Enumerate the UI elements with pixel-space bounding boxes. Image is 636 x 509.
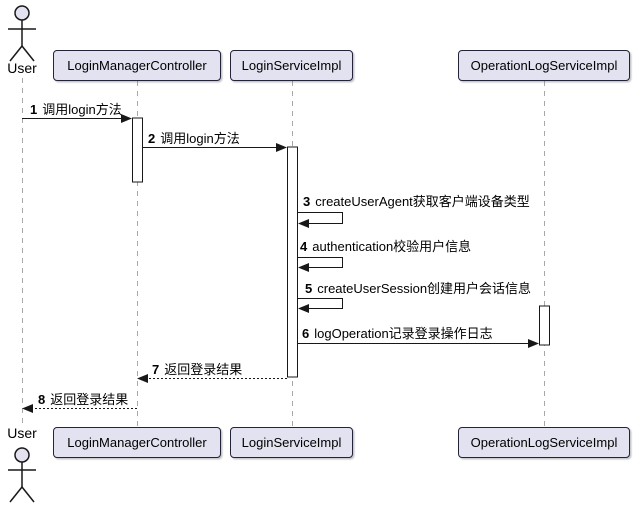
actor-leg-left-top	[9, 45, 23, 62]
message-4-arrowhead	[298, 263, 309, 272]
message-text: 调用login方法	[160, 131, 240, 146]
actor-leg-left-bottom	[9, 486, 23, 503]
message-3-self-line	[298, 212, 343, 224]
actor-leg-right-bottom	[21, 486, 35, 503]
message-2-arrowhead	[276, 143, 287, 152]
participant-name: OperationLogServiceImpl	[470, 435, 618, 450]
message-number: 2	[148, 131, 156, 146]
participant-name: LoginManagerController	[67, 435, 207, 450]
actor-figure-top	[8, 5, 36, 62]
message-5-self-line	[298, 298, 343, 309]
participant-name: OperationLogServiceImpl	[470, 58, 618, 73]
message-5-label: 5 createUserSession创建用户会话信息	[305, 282, 531, 296]
message-5-arrowhead	[298, 304, 309, 313]
participant-box-loginmanagercontroller-bottom: LoginManagerController	[53, 427, 221, 458]
participant-name: LoginServiceImpl	[241, 58, 342, 73]
participant-name: LoginServiceImpl	[241, 435, 342, 450]
actor-leg-right-top	[21, 45, 35, 62]
message-1-arrowhead	[121, 114, 132, 123]
participant-box-loginmanagercontroller-top: LoginManagerController	[53, 50, 221, 81]
activation-bar-loginserviceimpl	[287, 146, 298, 378]
message-number: 1	[30, 102, 38, 117]
message-text: createUserAgent获取客户端设备类型	[315, 194, 530, 209]
actor-head-bottom	[14, 447, 30, 463]
message-number: 7	[152, 362, 160, 377]
message-7-arrowhead	[137, 374, 148, 383]
message-3-label: 3 createUserAgent获取客户端设备类型	[303, 195, 530, 209]
message-text: authentication校验用户信息	[312, 239, 472, 254]
participant-box-operationlogserviceimpl-bottom: OperationLogServiceImpl	[458, 427, 630, 458]
message-text: logOperation记录登录操作日志	[314, 326, 493, 341]
actor-label-user-bottom: User	[7, 425, 37, 441]
message-number: 5	[305, 281, 313, 296]
message-text: createUserSession创建用户会话信息	[317, 281, 532, 296]
message-1-label: 1 调用login方法	[30, 103, 122, 117]
message-4-label: 4 authentication校验用户信息	[300, 240, 471, 254]
message-4-self-line	[298, 257, 343, 268]
message-6-label: 6 logOperation记录登录操作日志	[302, 327, 493, 341]
message-text: 返回登录结果	[50, 392, 129, 407]
message-number: 4	[300, 239, 308, 254]
message-2-label: 2 调用login方法	[148, 132, 240, 146]
participant-box-loginserviceimpl-top: LoginServiceImpl	[230, 50, 353, 81]
message-arrows	[22, 114, 539, 413]
participant-name: LoginManagerController	[67, 58, 207, 73]
message-text: 调用login方法	[42, 102, 122, 117]
message-text: 返回登录结果	[164, 362, 243, 377]
participant-box-loginserviceimpl-bottom: LoginServiceImpl	[230, 427, 353, 458]
message-3-arrowhead	[298, 219, 309, 228]
message-number: 8	[38, 392, 46, 407]
message-8-arrowhead	[22, 404, 33, 413]
actor-head-top	[14, 5, 30, 21]
actor-label-user-top: User	[7, 60, 37, 76]
message-number: 6	[302, 326, 310, 341]
activation-bars	[132, 117, 550, 378]
message-number: 3	[303, 194, 311, 209]
message-7-label: 7 返回登录结果	[152, 363, 242, 377]
activation-bar-loginmanagercontroller	[132, 117, 143, 183]
activation-bar-operationlogserviceimpl	[539, 305, 550, 346]
message-8-label: 8 返回登录结果	[38, 393, 128, 407]
actor-figure-bottom	[8, 447, 36, 503]
participant-box-operationlogserviceimpl-top: OperationLogServiceImpl	[458, 50, 630, 81]
message-6-arrowhead	[528, 339, 539, 348]
